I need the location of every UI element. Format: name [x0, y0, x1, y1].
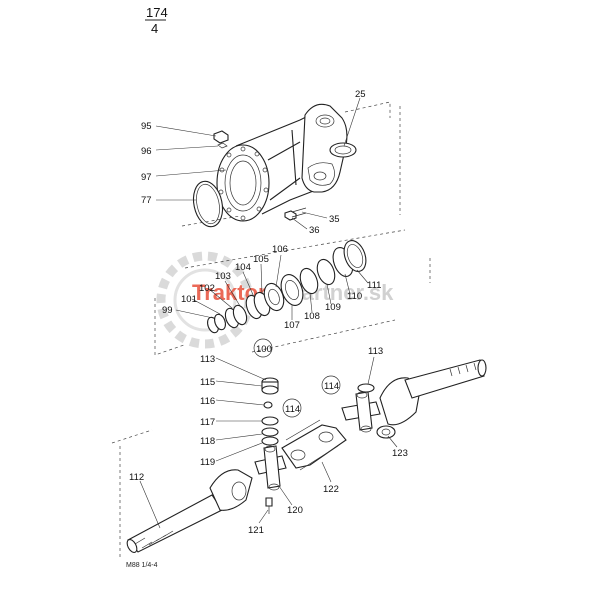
- label-114b-circle: [321, 375, 341, 395]
- leader-lines: [139, 97, 398, 529]
- axle-housing: [216, 103, 348, 222]
- label-115: 115: [200, 377, 215, 388]
- part-122-coupling: [281, 419, 347, 471]
- part-95-96-bolt: [213, 130, 229, 149]
- label-107: 107: [284, 320, 300, 331]
- label-35: 35: [329, 214, 340, 225]
- label-103: 103: [215, 271, 231, 282]
- label-116: 116: [200, 396, 215, 407]
- label-123: 123: [392, 448, 408, 459]
- part-120-cross: [254, 445, 287, 491]
- label-114a: 114: [285, 404, 300, 415]
- label-113b: 113: [368, 346, 383, 357]
- label-100: 100: [256, 344, 272, 355]
- label-77: 77: [141, 195, 152, 206]
- page-number-top: 174: [146, 5, 168, 20]
- label-111: 111: [367, 280, 381, 291]
- label-113a: 113: [200, 354, 215, 365]
- label-122: 122: [323, 484, 339, 495]
- label-105: 105: [253, 254, 269, 265]
- part-114-cross: [341, 391, 381, 433]
- label-112: 112: [129, 472, 144, 483]
- label-96: 96: [141, 146, 152, 157]
- part-35-36-bolt: [284, 207, 307, 221]
- label-102: 102: [199, 283, 215, 294]
- label-117: 117: [200, 417, 215, 428]
- page-number: 174 4: [145, 5, 168, 36]
- part-113-ring-right: [357, 383, 375, 393]
- part-77-oring: [192, 180, 224, 228]
- label-95: 95: [141, 121, 152, 132]
- bearing-cap-stack: [261, 377, 279, 446]
- label-120: 120: [287, 505, 303, 516]
- label-119: 119: [200, 457, 215, 468]
- bearing-stack: [207, 240, 367, 334]
- label-118: 118: [200, 436, 215, 447]
- label-101: 101: [181, 294, 197, 305]
- label-109: 109: [325, 302, 341, 313]
- page-number-bottom: 4: [151, 21, 158, 36]
- part-121-nipple: [265, 497, 273, 514]
- label-108: 108: [304, 311, 320, 322]
- part-123-shaft: [376, 359, 487, 439]
- label-25: 25: [355, 89, 366, 100]
- part-25: [329, 142, 357, 158]
- label-121: 121: [248, 525, 264, 536]
- label-36: 36: [309, 225, 320, 236]
- part-labels: 25 95 96 97 77 35 36 106 105 104 103 102…: [129, 89, 408, 536]
- label-106: 106: [272, 244, 288, 255]
- label-100-circle: [253, 338, 273, 358]
- label-110: 110: [347, 291, 362, 302]
- label-114b: 114: [324, 381, 339, 392]
- part-112-shaft: [126, 469, 253, 554]
- label-97: 97: [141, 172, 152, 183]
- diagram-code: M88 1/4-4: [126, 562, 158, 569]
- label-104: 104: [235, 262, 251, 273]
- label-99: 99: [162, 305, 173, 316]
- label-114a-circle: [282, 398, 302, 418]
